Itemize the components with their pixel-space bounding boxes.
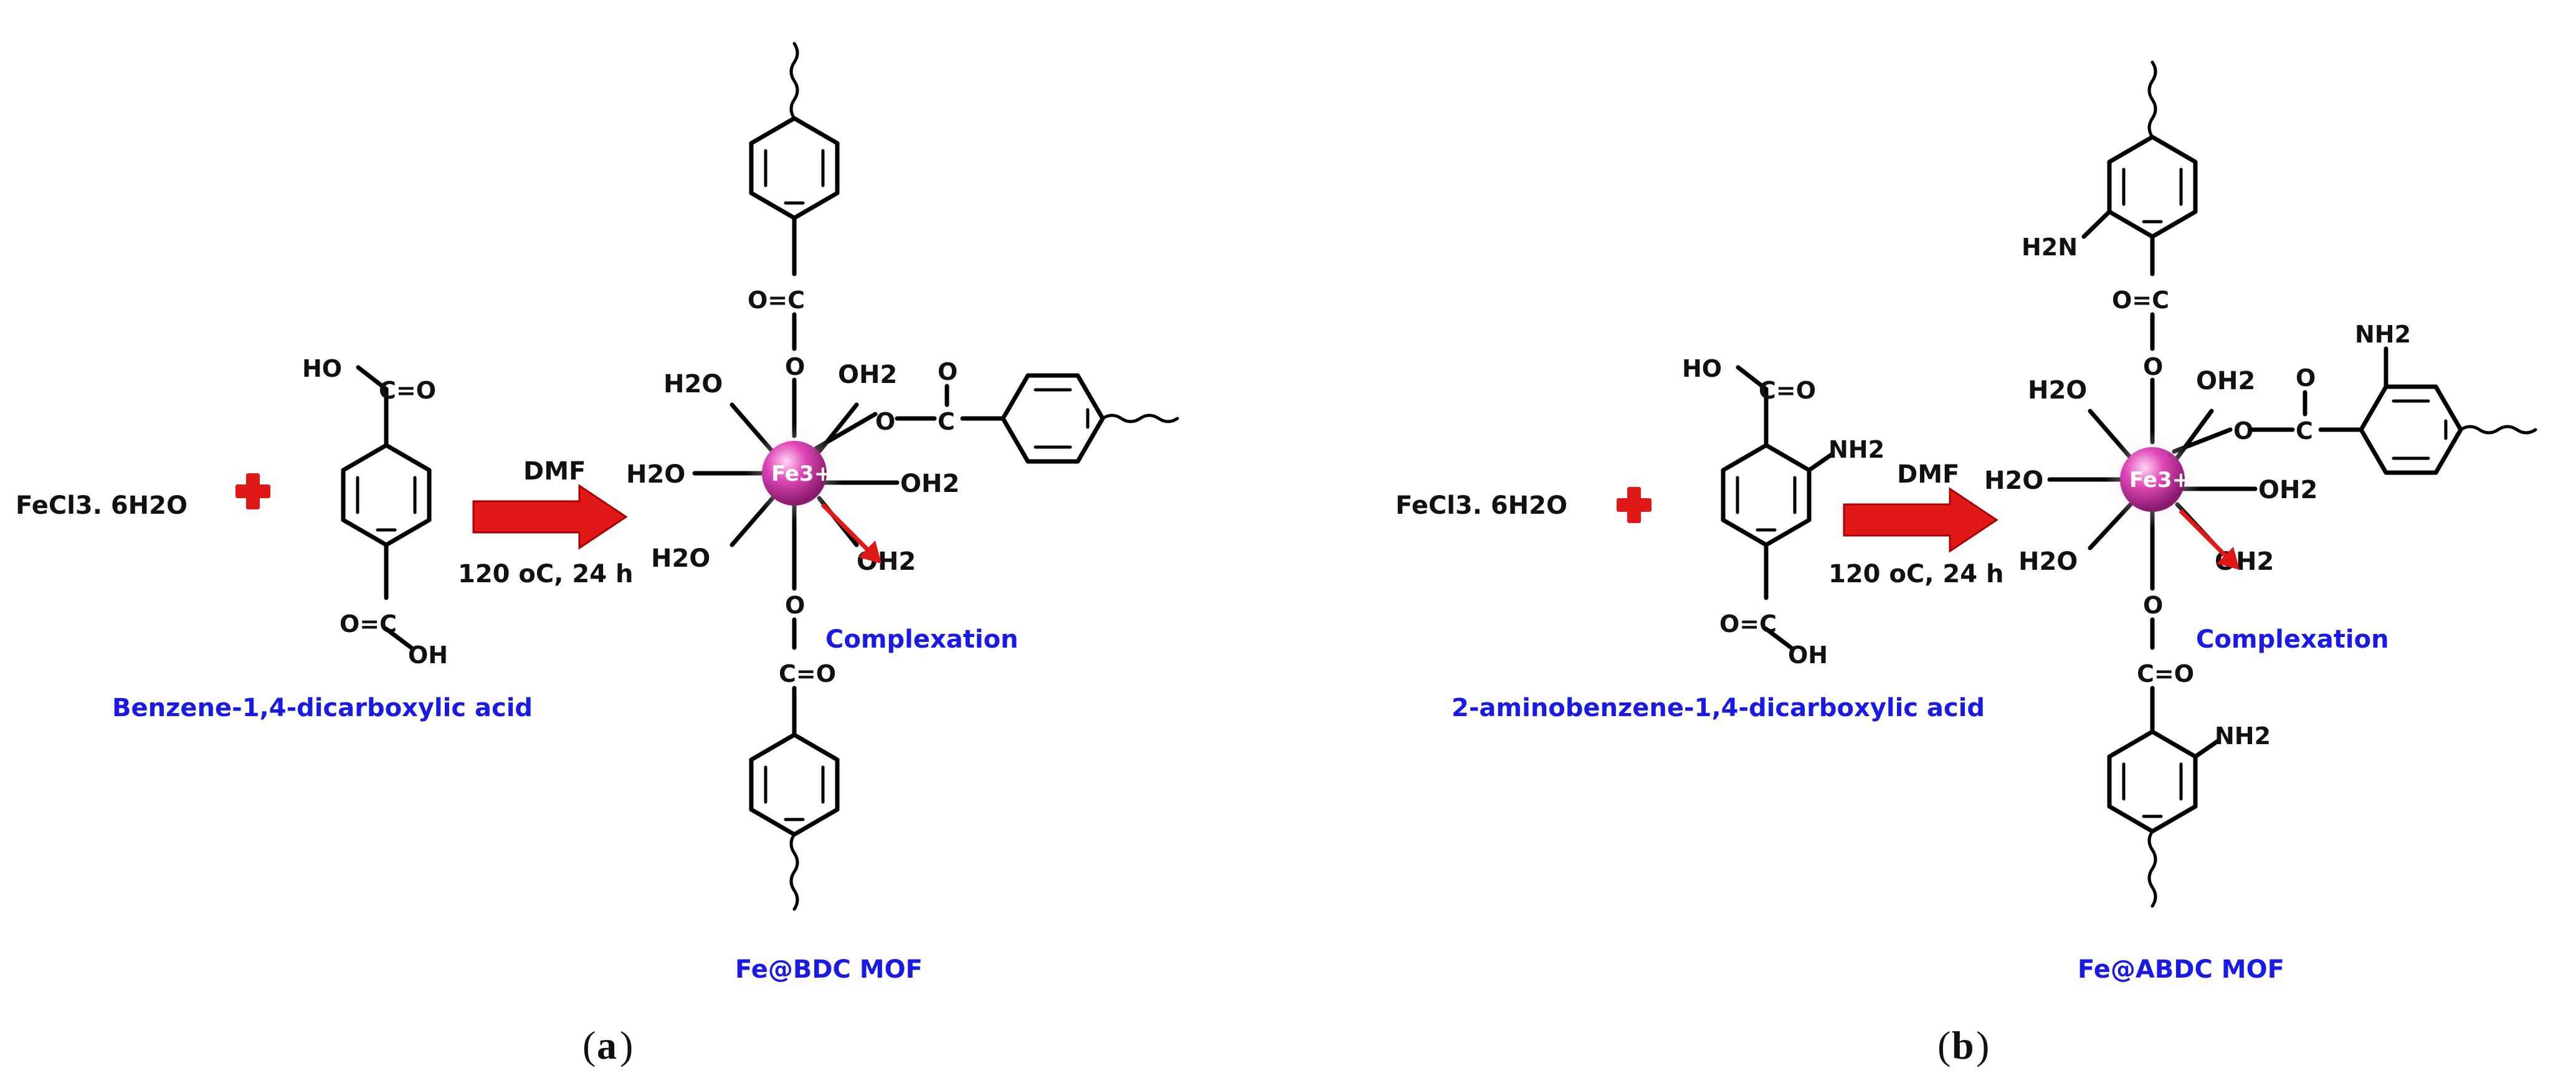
conditions-label: 120 oC, 24 h: [458, 560, 633, 588]
hydroxyl-label: OH: [408, 641, 448, 669]
panel-a: FeCl3. 6H2O HO C=O O=C OH Benzene-1,4-di…: [16, 42, 1179, 1067]
carbonyl-carbon: C: [2296, 417, 2313, 445]
water-label: H2O: [663, 370, 723, 399]
plus-icon: [235, 473, 270, 509]
product-label: Fe@ABDC MOF: [2078, 955, 2284, 984]
panel-b: FeCl3. 6H2O HO C=O NH2 O=C OH 2-aminoben…: [1395, 60, 2537, 1067]
svg-text:): ): [1976, 1023, 1989, 1067]
water-label: H2O: [1984, 466, 2043, 495]
plus-icon: [1617, 487, 1652, 523]
reaction-arrow: [472, 484, 628, 550]
panel-label-a: ( a ): [582, 1023, 633, 1067]
water-label: OH2: [2196, 367, 2255, 395]
carbonyl-label: O=C: [2112, 286, 2169, 314]
oxygen-label: O: [785, 592, 805, 619]
linker-molecule: HO C=O O=C OH: [302, 355, 448, 669]
carbonyl-label: C=O: [379, 377, 436, 404]
carbonyl-label: C=O: [2137, 660, 2194, 687]
water-label: OH2: [2258, 476, 2317, 504]
reaction-arrow: [1843, 487, 1999, 553]
metal-center-sphere: [762, 441, 827, 506]
linker-name: Benzene-1,4-dicarboxylic acid: [112, 694, 533, 722]
oxygen-label: O: [785, 353, 805, 380]
carbonyl-carbon: C: [938, 408, 955, 435]
water-label: H2O: [2018, 547, 2078, 576]
water-label: H2O: [626, 460, 685, 489]
amino-label: H2N: [2022, 234, 2078, 261]
water-label: OH2: [838, 361, 897, 389]
amino-label: NH2: [1828, 436, 1884, 463]
solvent-label: DMF: [1897, 460, 1959, 489]
metal-center-label: Fe3+: [2129, 468, 2190, 493]
oxygen-label: O: [2143, 592, 2163, 619]
svg-text:(: (: [1937, 1023, 1951, 1067]
linker-name: 2-aminobenzene-1,4-dicarboxylic acid: [1452, 694, 1985, 722]
reagent-label: FeCl3. 6H2O: [16, 491, 188, 520]
linker-molecule: HO C=O NH2 O=C OH: [1682, 355, 1884, 669]
svg-text:(: (: [582, 1023, 596, 1067]
oxygen-label: O: [2296, 364, 2316, 392]
metal-center-sphere: [2120, 447, 2185, 512]
product-label: Fe@BDC MOF: [735, 955, 923, 984]
conditions-label: 120 oC, 24 h: [1828, 560, 2003, 588]
water-label: H2O: [651, 544, 710, 573]
panel-letter: a: [597, 1023, 617, 1067]
amino-label: NH2: [2215, 722, 2271, 750]
oxygen-label: O: [2143, 353, 2163, 380]
metal-center-label: Fe3+: [771, 461, 832, 486]
panel-label-b: ( b ): [1937, 1023, 1989, 1067]
carbonyl-label: O=C: [748, 286, 805, 314]
solvent-label: DMF: [523, 457, 586, 486]
carbonyl-label: O=C: [340, 610, 397, 638]
svg-text:): ): [620, 1023, 633, 1067]
reagent-label: FeCl3. 6H2O: [1395, 491, 1567, 520]
water-label: OH2: [900, 470, 959, 498]
carbonyl-label: O=C: [1719, 610, 1777, 638]
panel-letter: b: [1952, 1023, 1974, 1067]
complexation-label: Complexation: [825, 625, 1019, 654]
hydroxyl-label: HO: [302, 355, 342, 382]
carbonyl-label: C=O: [1759, 377, 1816, 404]
oxygen-label: O: [938, 358, 958, 385]
oxygen-label: O: [2233, 417, 2253, 445]
metal-complex: H2N O=C O O C O NH2 O C=O: [1984, 60, 2537, 908]
metal-complex: O=C O O C O O C=O H2O O: [626, 42, 1179, 911]
hydroxyl-label: OH: [1788, 641, 1828, 669]
amino-label: NH2: [2355, 321, 2411, 348]
carbonyl-label: C=O: [779, 660, 836, 687]
oxygen-label: O: [875, 408, 895, 435]
water-label: H2O: [2028, 376, 2087, 405]
complexation-label: Complexation: [2196, 625, 2389, 654]
hydroxyl-label: HO: [1682, 355, 1722, 382]
